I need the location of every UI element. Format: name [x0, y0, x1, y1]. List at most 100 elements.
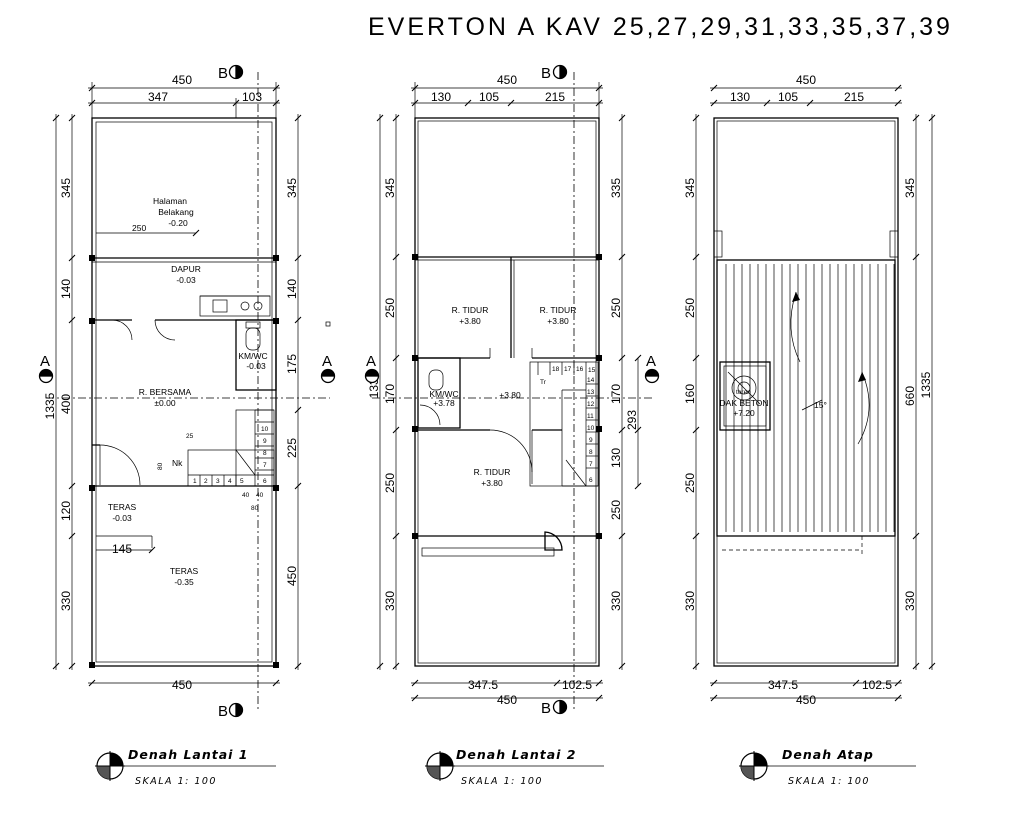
section-b-marker-p2-bottom	[552, 699, 568, 715]
p2-dim-left-d: 250	[383, 473, 397, 493]
p2-hall-level: +3.80	[499, 390, 521, 400]
p3-dim-bottom-total: 450	[796, 693, 816, 707]
stair-step-1: 1	[193, 478, 197, 485]
section-b-marker-p1-top	[228, 64, 244, 80]
p2-dim-right-c: 170	[609, 384, 623, 404]
p2-room-kmwc: KM/WC	[429, 389, 458, 399]
stair-dim-80b: 80	[251, 505, 259, 512]
p3-caption: Denah Atap	[782, 747, 874, 762]
stair2-step-8: 8	[589, 449, 593, 456]
plan-lantai-2: 6 7 8 9 10 11 12 13 14 15 16 17 18 Tr 45…	[364, 64, 660, 787]
p2-dim-bottom-b: 102.5	[562, 678, 592, 692]
p1-dim-left-b: 140	[59, 279, 73, 299]
section-b-marker-p2-top	[552, 64, 568, 80]
p2-dim-left-a: 345	[383, 178, 397, 198]
section-a-marker-p2-right	[644, 368, 660, 384]
stair-step-7: 7	[263, 462, 267, 469]
p1-room-teras2: TERAS	[170, 566, 199, 576]
section-b-label-p1-top: B	[218, 65, 228, 82]
stair-step-9: 9	[263, 438, 267, 445]
p1-dim-left-c: 400	[59, 394, 73, 414]
p3-dim-left-e: 330	[683, 591, 697, 611]
p2-room-tidur3-level: +3.80	[481, 478, 503, 488]
p2-room-tidur3: R. TIDUR	[474, 467, 511, 477]
p1-dim-250: 250	[132, 223, 146, 233]
p1-room-bersama: R. BERSAMA	[139, 387, 192, 397]
p3-dak: DAK BETON	[720, 398, 769, 408]
p2-scale: SKALA 1: 100	[461, 776, 543, 787]
p2-dim-bottom-a: 347.5	[468, 678, 498, 692]
section-a-label-p1-left: A	[40, 353, 50, 370]
p1-room-kmwc: KM/WC	[238, 351, 267, 361]
p1-dim-top-a: 347	[148, 90, 168, 104]
stair-step-10: 10	[261, 426, 269, 433]
stair2-step-17: 17	[564, 366, 572, 373]
p1-dim-right-a: 345	[285, 178, 299, 198]
p1-caption: Denah Lantai 1	[128, 747, 248, 762]
stair2-step-11: 11	[587, 413, 594, 420]
p1-dim-right-b: 140	[285, 279, 299, 299]
p3-dim-left-d: 250	[683, 473, 697, 493]
section-a-marker-p1-right	[320, 368, 336, 384]
p1-room-teras1: TERAS	[108, 502, 137, 512]
stair-dim-25: 25	[186, 433, 194, 440]
section-a-marker-p1-left	[38, 368, 54, 384]
stair2-step-9: 9	[589, 437, 593, 444]
stair2-step-7: 7	[589, 461, 593, 468]
p1-dim-bottom: 450	[172, 678, 192, 692]
section-b-label-p2-top: B	[541, 65, 551, 82]
p3-dim-left-a: 345	[683, 178, 697, 198]
p2-dim-left-b: 250	[383, 298, 397, 318]
p1-room-dapur: DAPUR	[171, 264, 201, 274]
stair2-step-6: 6	[589, 477, 593, 484]
stair-step-8: 8	[263, 450, 267, 457]
p3-dim-left-c: 160	[683, 384, 697, 404]
stair2-step-13: 13	[587, 389, 595, 396]
stair2-step-10: 10	[587, 425, 595, 432]
p1-dim-left-a: 345	[59, 178, 73, 198]
p2-room-tidur2-level: +3.80	[547, 316, 569, 326]
p1-dim-right-d: 225	[285, 438, 299, 458]
p1-dim-top-b: 103	[242, 90, 262, 104]
p3-dim-left-b: 250	[683, 298, 697, 318]
p2-dim-right-g: 330	[609, 591, 623, 611]
roof-hatch	[725, 264, 895, 532]
p3-dim-bottom-a: 347.5	[768, 678, 798, 692]
p1-dim-145: 145	[112, 542, 132, 556]
p3-dak-level: +7.20	[733, 408, 755, 418]
plan-atap: toren DAK BETON +7.20 15° 450 130 105 21…	[683, 73, 936, 787]
section-a-label-p1-right: A	[322, 353, 332, 370]
p2-room-tidur1-level: +3.80	[459, 316, 481, 326]
p2-dim-right-f: 250	[609, 500, 623, 520]
p3-dim-top-a: 130	[730, 90, 750, 104]
p2-room-kmwc-level: +3.78	[433, 398, 455, 408]
p3-dim-bottom-b: 102.5	[862, 678, 892, 692]
p1-room-nk: Nk	[172, 458, 183, 468]
section-a-label-p2-right: A	[646, 353, 656, 370]
plan-lantai-1: 1 2 3 4 5 6 7 8 9 10 25 80 40 40 80 450 …	[38, 64, 336, 787]
p3-dim-right-a: 345	[903, 178, 917, 198]
p3-dim-top-total: 450	[796, 73, 816, 87]
p1-dim-left-e: 330	[59, 591, 73, 611]
p1-dim-right-e: 450	[285, 566, 299, 586]
p2-dim-right-d: 293	[625, 410, 639, 430]
stair2-step-14: 14	[587, 377, 595, 384]
stair2-step-15: 15	[588, 367, 596, 374]
p3-dim-right-total: 1335	[919, 371, 933, 398]
sheet-title: EVERTON A KAV 25,27,29,31,33,35,37,39	[368, 13, 953, 41]
stair-dim-40b: 40	[256, 492, 264, 499]
p2-dim-right-e: 130	[609, 448, 623, 468]
p1-room-dapur-level: -0.03	[176, 275, 196, 285]
p1-dim-right-c: 175	[285, 354, 299, 374]
stair-step-3: 3	[216, 478, 220, 485]
section-b-marker-p1-bottom	[228, 702, 244, 718]
p1-room-bersama-level: ±0.00	[154, 398, 175, 408]
section-b-label-p2-bottom: B	[541, 700, 551, 717]
p2-room-tidur2: R. TIDUR	[540, 305, 577, 315]
p2-dim-bottom-total: 450	[497, 693, 517, 707]
p3-dim-top-c: 215	[844, 90, 864, 104]
p2-dim-left-c: 170	[383, 384, 397, 404]
p1-room-teras1-level: -0.03	[112, 513, 132, 523]
p3-dim-top-b: 105	[778, 90, 798, 104]
p1-room-belakang: Belakang	[158, 207, 194, 217]
